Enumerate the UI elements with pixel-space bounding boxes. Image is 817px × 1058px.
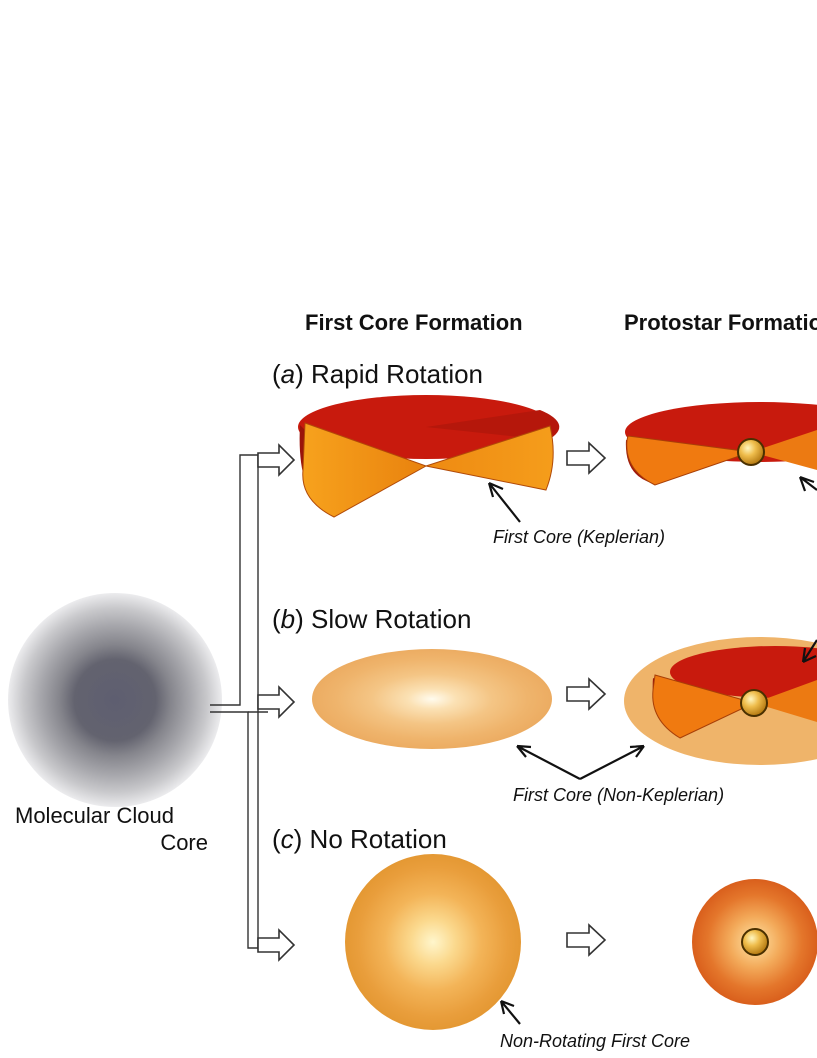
arrow-to-no-rotation-core — [257, 928, 296, 962]
molecular-cloud-core — [8, 593, 222, 807]
slow-rotation-protostar — [624, 637, 817, 765]
column-header-protostar: Protostar Formation — [624, 310, 817, 335]
pointer-non-rotating-core — [499, 999, 521, 1025]
note-non-rotating-core: Non-Rotating First Core — [500, 1031, 690, 1051]
row-title-slow-rotation: (b) Slow Rotation — [272, 604, 471, 634]
column-header-first-core: First Core Formation — [305, 310, 523, 335]
pointer-rapid-protostar — [798, 475, 817, 492]
rapid-rotation-first-core-disk — [298, 395, 560, 518]
pointer-slow-protostar — [801, 639, 817, 663]
no-rotation-protostar — [692, 879, 817, 1005]
pointer-non-keplerian — [516, 744, 645, 780]
row-title-no-rotation: (c) No Rotation — [272, 824, 447, 854]
arrow-to-rapid-protostar — [566, 441, 607, 475]
arrow-to-no-rotation-protostar — [566, 923, 607, 957]
arrow-to-slow-core — [257, 685, 296, 719]
rapid-rotation-protostar-disk — [625, 402, 817, 486]
protostar-slow — [740, 689, 768, 717]
arrow-to-rapid-core — [257, 443, 296, 477]
pointer-rapid-core — [487, 481, 521, 523]
row-title-rapid-rotation: (a) Rapid Rotation — [272, 359, 483, 389]
cloud-label-line1: Molecular Cloud — [15, 803, 174, 828]
cloud-label-line2: Core — [160, 830, 208, 855]
slow-rotation-first-core — [312, 649, 552, 749]
note-non-keplerian-core: First Core (Non-Keplerian) — [513, 785, 724, 805]
note-keplerian-core: First Core (Keplerian) — [493, 527, 665, 547]
non-rotating-first-core — [345, 854, 521, 1030]
arrow-to-slow-protostar — [566, 677, 607, 711]
protostar-rapid — [737, 438, 765, 466]
protostar-no-rotation — [741, 928, 769, 956]
